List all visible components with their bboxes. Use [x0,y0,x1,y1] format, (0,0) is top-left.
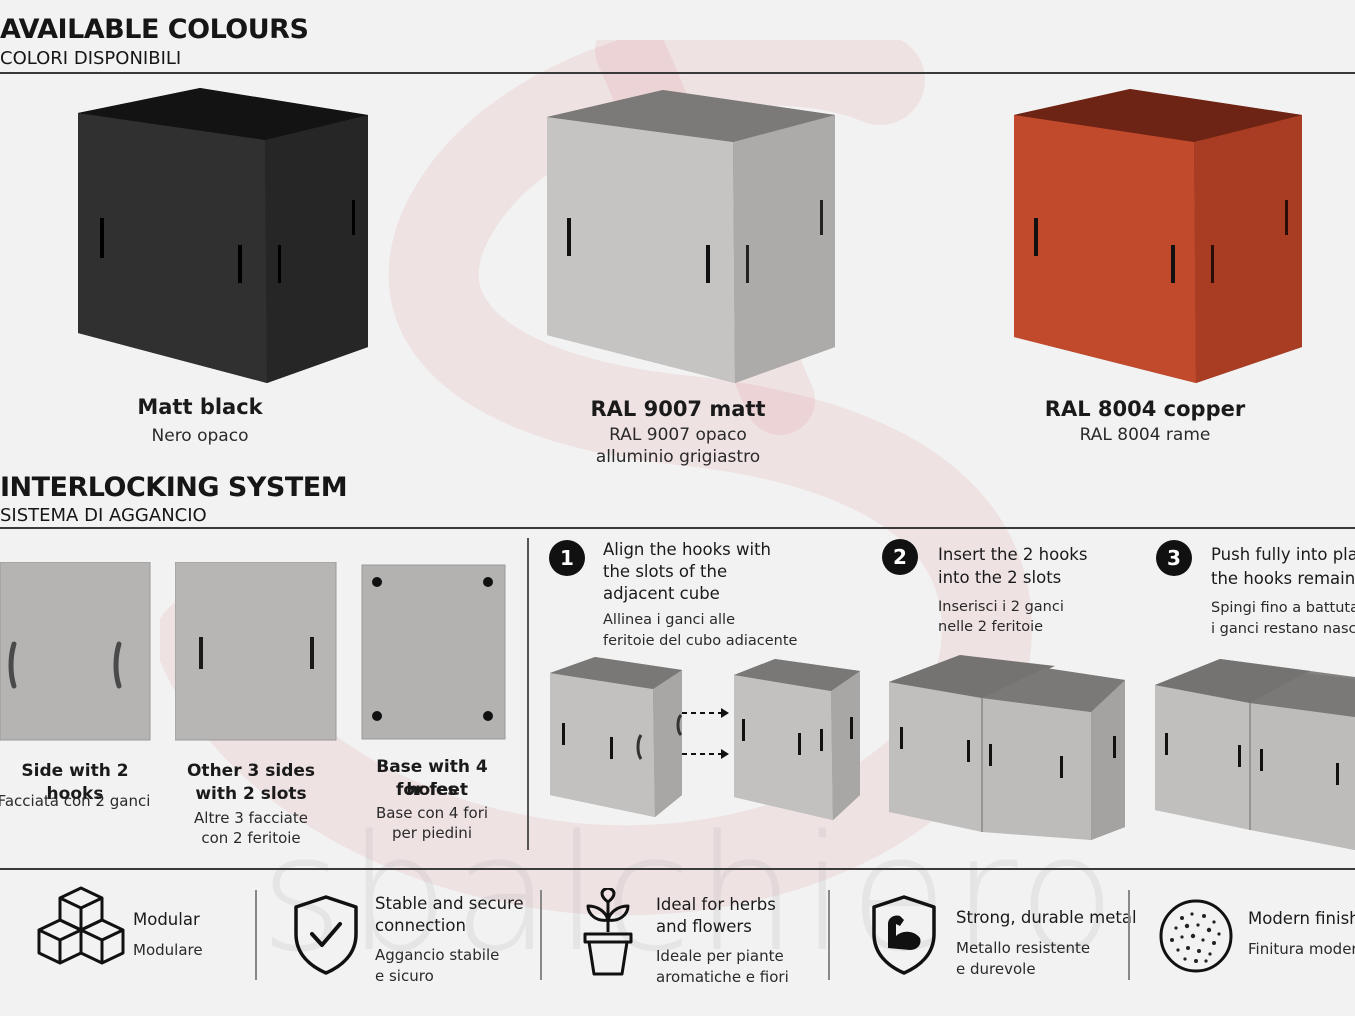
features-divider [0,868,1355,870]
panel-other-sides [174,561,337,747]
feature-label: Modular [133,910,200,929]
step-number-badge: 1 [549,540,585,576]
feature-label-2: and flowers [656,917,752,936]
step-text-3: adjacent cube [603,584,720,603]
step2-illustration [889,655,1125,840]
feature-label-it: Ideale per piante [656,947,784,965]
feature-label-it: Aggancio stabile [375,946,500,964]
step-text-2: the hooks remain hid [1211,569,1355,588]
interlocking-divider [0,527,1355,529]
step-text: Align the hooks with [603,540,772,559]
feature-label-it: Finitura moderna [1248,940,1355,958]
step-text: Push fully into place [1211,545,1355,564]
colour-card-ral-8004: RAL 8004 copper RAL 8004 rame [980,85,1310,475]
panel-caption-2: for feet [396,780,468,800]
step-text-it: Inserisci i 2 ganci [938,599,1064,615]
colour-name: RAL 9007 matt [590,397,766,421]
panel-caption-it-2: con 2 feritoie [201,829,301,847]
panel-caption-it: Altre 3 facciate [194,809,308,827]
colours-subtitle: COLORI DISPONIBILI [0,48,182,69]
feature-divider [540,890,542,980]
panel-caption: Base with 4 holes [376,757,488,800]
colour-sub-2: alluminio grigiastro [595,447,761,467]
cube-matt-black [78,88,368,383]
feature-label: Strong, durable metal [956,908,1137,927]
feature-label-it: Metallo resistente [956,939,1091,957]
feature-label-it-2: e durevole [956,960,1036,978]
panel-side-hooks [0,561,152,747]
cube-ral-8004 [1014,89,1302,383]
step-text-it-2: i ganci restano nasco [1211,621,1355,637]
textured-circle-icon [1159,899,1233,973]
step-number-badge: 3 [1156,540,1192,576]
step-text-it: Allinea i ganci alle [603,612,736,628]
panel-hooks-image [0,561,151,741]
feature-divider [1128,890,1130,980]
step3-illustration [1155,659,1355,850]
cube-ral-9007 [547,90,835,383]
interlocking-subtitle: SISTEMA DI AGGANCIO [0,505,207,526]
section-vertical-divider [527,538,529,850]
panel-base [360,562,508,747]
panel-caption-it-2: per piedini [392,824,472,842]
colour-sub: Nero opaco [151,426,249,446]
step-number-badge: 2 [882,539,918,575]
colour-name: Matt black [137,395,263,419]
feature-label: Stable and secure [375,894,524,913]
step1-illustration [550,657,860,820]
feature-label-it: Modulare [133,941,203,959]
step-text-it-2: feritoie del cubo adiacente [603,633,798,649]
step-text-it: Spingi fino a battuta [1211,600,1355,616]
shield-check-icon [294,895,358,975]
step-text-2: the slots of the [603,562,728,581]
feature-label-it-2: aromatiche e fiori [656,968,789,986]
feature-divider [255,890,257,980]
feature-label: Ideal for herbs [656,895,776,914]
panel-base-image [361,564,506,740]
colour-sub: RAL 8004 rame [1079,425,1211,445]
panel-caption-2: with 2 slots [195,784,307,804]
panel-caption-it: Base con 4 fori [375,804,489,822]
feature-divider [828,890,830,980]
colours-title: AVAILABLE COLOURS [0,14,309,45]
step-text-2: into the 2 slots [938,568,1062,587]
plant-pot-icon [583,888,633,976]
step-text-it-2: nelle 2 feritoie [938,619,1044,635]
feature-label-it-2: e sicuro [375,967,434,985]
panel-caption: Other 3 sides [186,761,316,781]
colour-sub: RAL 9007 opaco [609,425,747,445]
strong-arm-shield-icon [872,895,936,975]
panel-slots-image [174,561,337,741]
step-text: Insert the 2 hooks [938,545,1088,564]
colour-card-matt-black: Matt black Nero opaco [45,85,375,475]
panel-caption-it: Facciata con 2 ganci [0,792,151,810]
feature-label: Modern finish [1248,909,1355,928]
colour-card-ral-9007: RAL 9007 matt RAL 9007 opaco alluminio g… [513,85,843,475]
colour-name: RAL 8004 copper [1044,397,1246,421]
colours-divider [0,72,1355,74]
feature-label-2: connection [375,916,466,935]
panel-caption: Side with 2 hooks [21,761,129,804]
interlocking-title: INTERLOCKING SYSTEM [0,472,348,503]
cubes-icon [37,886,125,965]
